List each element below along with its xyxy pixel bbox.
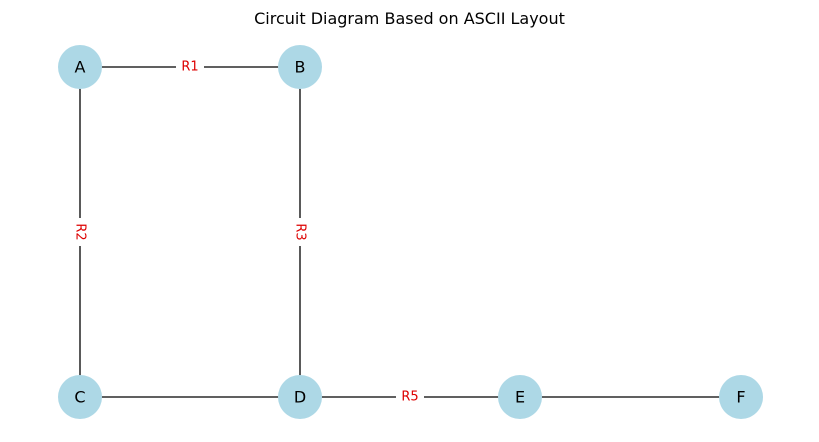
edge-label-background	[396, 388, 424, 406]
node-f: F	[719, 375, 763, 419]
node-label: C	[74, 388, 85, 407]
node-label: B	[295, 58, 306, 77]
edge-label-text: R1	[181, 60, 198, 75]
node-label: D	[294, 388, 306, 407]
edge-label-text: R5	[401, 390, 418, 405]
node-circle	[719, 375, 763, 419]
edge-label-text: R2	[73, 223, 88, 240]
node-c: C	[58, 375, 102, 419]
node-a: A	[58, 45, 102, 89]
edge-label-r5: R5	[396, 388, 424, 406]
edge-label-text: R3	[293, 223, 308, 240]
edge-label-background	[176, 58, 204, 76]
edges-layer	[79, 66, 741, 398]
node-circle	[278, 375, 322, 419]
node-e: E	[498, 375, 542, 419]
nodes-layer: A B C D E F	[58, 45, 763, 419]
node-b: B	[278, 45, 322, 89]
edge-label-r3: R3	[291, 218, 309, 246]
node-label: A	[75, 58, 86, 77]
node-d: D	[278, 375, 322, 419]
edge-label-background	[291, 218, 309, 246]
node-label: E	[515, 388, 525, 407]
node-circle	[58, 45, 102, 89]
node-circle	[58, 375, 102, 419]
edge-label-background	[71, 218, 89, 246]
node-circle	[278, 45, 322, 89]
node-circle	[498, 375, 542, 419]
diagram-title: Circuit Diagram Based on ASCII Layout	[254, 9, 565, 28]
node-label: F	[736, 388, 745, 407]
edge-label-r1: R1	[176, 58, 204, 76]
edge-label-r2: R2	[71, 218, 89, 246]
